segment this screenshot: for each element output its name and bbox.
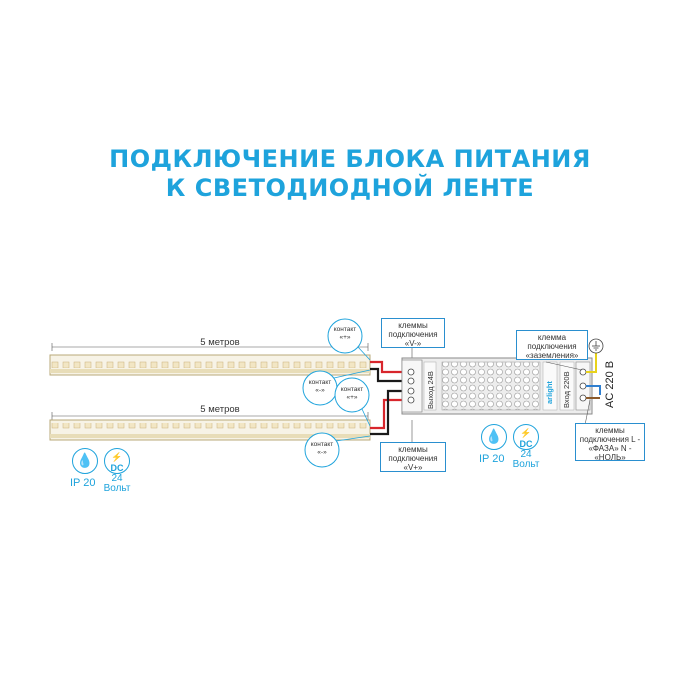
wire-ground bbox=[586, 350, 597, 373]
label-ground: клемма подключения «заземления» bbox=[516, 330, 588, 360]
ip-rating-right: IP 20 bbox=[479, 453, 505, 465]
ground-icon bbox=[588, 338, 604, 354]
title-line-1: ПОДКЛЮЧЕНИЕ БЛОКА ПИТАНИЯ bbox=[109, 145, 591, 173]
wire-black-bottom bbox=[370, 389, 402, 436]
water-drop-icon: 💧 bbox=[72, 448, 98, 474]
psu-output-label: Выход 24В bbox=[426, 371, 435, 409]
contact-minus-top: контакт«-» bbox=[308, 379, 332, 394]
psu-brand: arlight bbox=[545, 381, 554, 404]
dc-lightning-icon: ⚡DC bbox=[513, 424, 539, 450]
contact-minus-bottom: контакт«-» bbox=[310, 441, 334, 456]
label-v-minus: клеммы подключения «V-» bbox=[381, 318, 445, 348]
led-strip-bottom bbox=[49, 412, 371, 441]
wire-neutral bbox=[586, 385, 601, 395]
strip-bottom-length: 5 метров bbox=[200, 404, 240, 415]
wire-red-bottom bbox=[370, 398, 402, 430]
contact-plus-bottom: контакт«+» bbox=[340, 386, 364, 401]
contact-magnifier-4 bbox=[304, 432, 371, 468]
ac-voltage-label: AC 220 В bbox=[604, 360, 616, 408]
psu-input-label: Вход 220В bbox=[562, 371, 571, 408]
power-supply bbox=[401, 357, 593, 415]
label-mains: клеммы подключения L - «ФАЗА» N - «НОЛЬ» bbox=[575, 423, 645, 462]
dc-lightning-icon: ⚡DC bbox=[104, 448, 130, 474]
contact-plus-top: контакт«+» bbox=[333, 326, 357, 341]
wire-black-top bbox=[370, 367, 402, 383]
led-strip-top bbox=[49, 343, 371, 376]
strip-top-length: 5 метров bbox=[200, 337, 240, 348]
label-v-plus: клеммы подключения «V+» bbox=[380, 442, 446, 472]
title-line-2: К СВЕТОДИОДНОЙ ЛЕНТЕ bbox=[165, 174, 535, 202]
water-drop-icon: 💧 bbox=[481, 424, 507, 450]
contact-magnifier-3 bbox=[334, 377, 371, 427]
ip-rating-left: IP 20 bbox=[70, 477, 96, 489]
contact-magnifier-1 bbox=[327, 318, 371, 361]
wire-red-top bbox=[370, 360, 402, 374]
